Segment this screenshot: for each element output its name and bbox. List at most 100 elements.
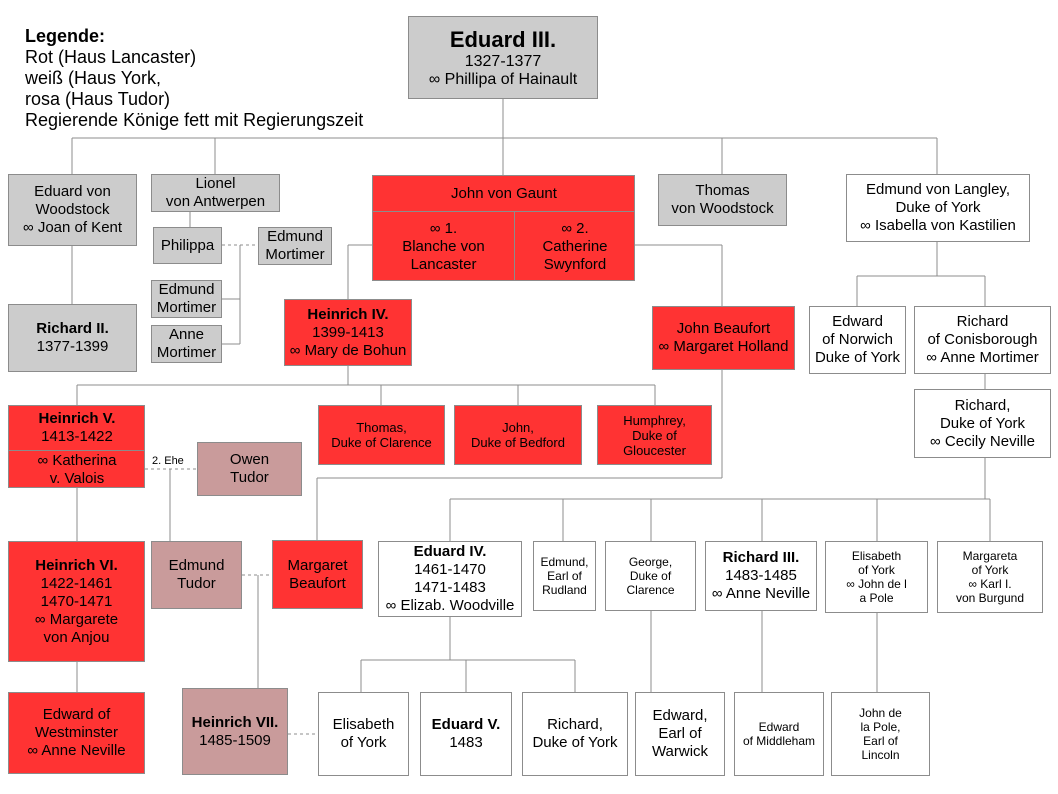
node-line: von Antwerpen [165,193,266,210]
node-john-bedford: John, Duke of Bedford [454,405,582,465]
node-title: Eduard III. [449,27,557,52]
node-line: Lincoln [861,748,900,762]
node-years: 1471-1483 [414,579,486,596]
node-line: Mortimer [265,246,325,263]
node-years: 1327-1377 [464,53,542,70]
node-line: Philippa [160,236,215,254]
node-elisabeth-york: Elisabeth of York [318,692,409,776]
node-spouse-cell: ∞ Katherina v. Valois [9,451,145,488]
node-line: of York [858,563,895,577]
node-edmund-rudland: Edmund, Earl of Rudland [533,541,596,611]
legend-heading: Legende: [25,26,106,46]
node-richard-ii: Richard II. 1377-1399 [8,304,137,372]
node-years: 1485-1509 [199,731,271,749]
node-line: ∞ Anne Mortimer [926,349,1039,366]
legend: Legende: Rot (Haus Lancaster) weiß (Haus… [25,26,363,131]
node-line: ∞ Katherina [37,451,117,469]
node-line: Elisabeth [332,716,395,733]
node-line: Duke of York [532,734,618,751]
node-richard-iii: Richard III. 1483-1485 ∞ Anne Neville [705,541,817,611]
node-line: Humphrey, [623,412,686,428]
node-spouse: von Anjou [43,628,110,646]
node-line: ∞ Joan of Kent [22,219,123,236]
node-margaret-beaufort: Margaret Beaufort [272,540,363,609]
node-line: Duke of York [814,349,901,366]
node-title: Heinrich IV. [307,305,389,323]
node-line: Earl of [658,725,702,742]
node-line: Edmund [168,557,225,574]
node-spouse: ∞ Phillipa of Hainault [428,71,578,88]
node-john-gaunt: John von Gaunt ∞ 1. Blanche von Lancaste… [372,175,635,281]
node-title: Eduard V. [431,716,501,733]
node-title: Richard II. [36,320,109,337]
node-richard-york: Richard, Duke of York ∞ Cecily Neville [914,389,1051,458]
node-line: ∞ Margaret Holland [658,338,789,355]
node-edward-westminster: Edward of Westminster ∞ Anne Neville [8,692,145,774]
node-line: Edward, [652,707,708,724]
node-edward-norwich: Edward of Norwich Duke of York [809,306,906,374]
node-line: Gloucester [623,442,686,458]
node-line: Anne [168,326,205,343]
node-george-clarence: George, Duke of Clarence [605,541,696,611]
node-line: Warwick [651,743,709,760]
node-heinrich-iv: Heinrich IV. 1399-1413 ∞ Mary de Bohun [284,299,412,366]
node-anne-mortimer: Anne Mortimer [151,325,222,363]
node-wife-catherine: ∞ 2. Catherine Swynford [515,212,635,281]
node-thomas-clarence: Thomas, Duke of Clarence [318,405,445,465]
node-wife-blanche: ∞ 1. Blanche von Lancaster [373,212,515,281]
node-line: ∞ Karl I. [968,577,1012,591]
node-line: Duke of York [895,199,981,216]
node-line: Clarence [626,583,675,597]
node-line: Blanche von [402,237,485,255]
node-line: Margaret [287,556,348,574]
node-line: of York [971,563,1009,577]
node-line: ∞ 1. [429,219,458,237]
node-title-cell: John von Gaunt [373,176,635,212]
node-line: ∞ 2. [561,219,589,237]
node-line: John Beaufort [676,320,771,337]
node-line: Elisabeth [851,549,902,563]
node-spouse: ∞ Anne Neville [711,585,811,602]
node-line: Mortimer [156,299,217,316]
node-john-beaufort: John Beaufort ∞ Margaret Holland [652,306,795,370]
node-line: Thomas [695,182,750,199]
node-line: Duke of Bedford [471,435,565,450]
marriage-label: 2. Ehe [150,455,186,468]
node-edmund-langley: Edmund von Langley, Duke of York ∞ Isabe… [846,174,1030,242]
node-line: Tudor [230,469,269,486]
node-margareta-york: Margareta of York ∞ Karl I. von Burgund [937,541,1043,613]
node-eduard-iii: Eduard III. 1327-1377 ∞ Phillipa of Hain… [408,16,598,99]
node-line: la Pole, [860,720,901,734]
node-edward-middleham: Edward of Middleham [734,692,824,776]
node-line: a Pole [859,591,894,605]
node-edmund-mortimer-2: Edmund Mortimer [151,280,222,318]
node-line: von Woodstock [671,200,774,217]
node-line: Richard, [954,396,1011,414]
node-line: Edward [832,313,883,330]
node-title: John von Gaunt [451,184,557,202]
node-line: Edmund, [540,555,589,569]
node-line: Edward of [42,706,111,723]
node-title: Eduard IV. [413,543,487,560]
node-line: Edmund [267,228,323,245]
node-line: Richard, [547,716,603,733]
node-humphrey: Humphrey, Duke of Gloucester [597,405,712,465]
node-john-de-la-pole: John de la Pole, Earl of Lincoln [831,692,930,776]
node-title-cell: Heinrich V. 1413-1422 [9,406,145,451]
node-edmund-tudor: Edmund Tudor [151,541,242,609]
legend-line: Rot (Haus Lancaster) [25,47,197,67]
node-line: Earl of [863,734,898,748]
node-thomas-woodstock: Thomas von Woodstock [658,174,787,226]
node-line: Swynford [543,255,607,273]
node-line: Margareta [962,549,1018,563]
node-line: John de [859,706,902,720]
node-richard-duke-york: Richard, Duke of York [522,692,628,776]
node-title: Heinrich VII. [191,713,279,731]
node-lionel: Lionel von Antwerpen [151,174,280,212]
node-line: Woodstock [35,201,110,218]
node-owen-tudor: Owen Tudor [197,442,302,496]
node-line: John, [502,420,534,435]
node-line: George, [628,555,673,569]
node-line: of Conisborough [927,331,1038,348]
